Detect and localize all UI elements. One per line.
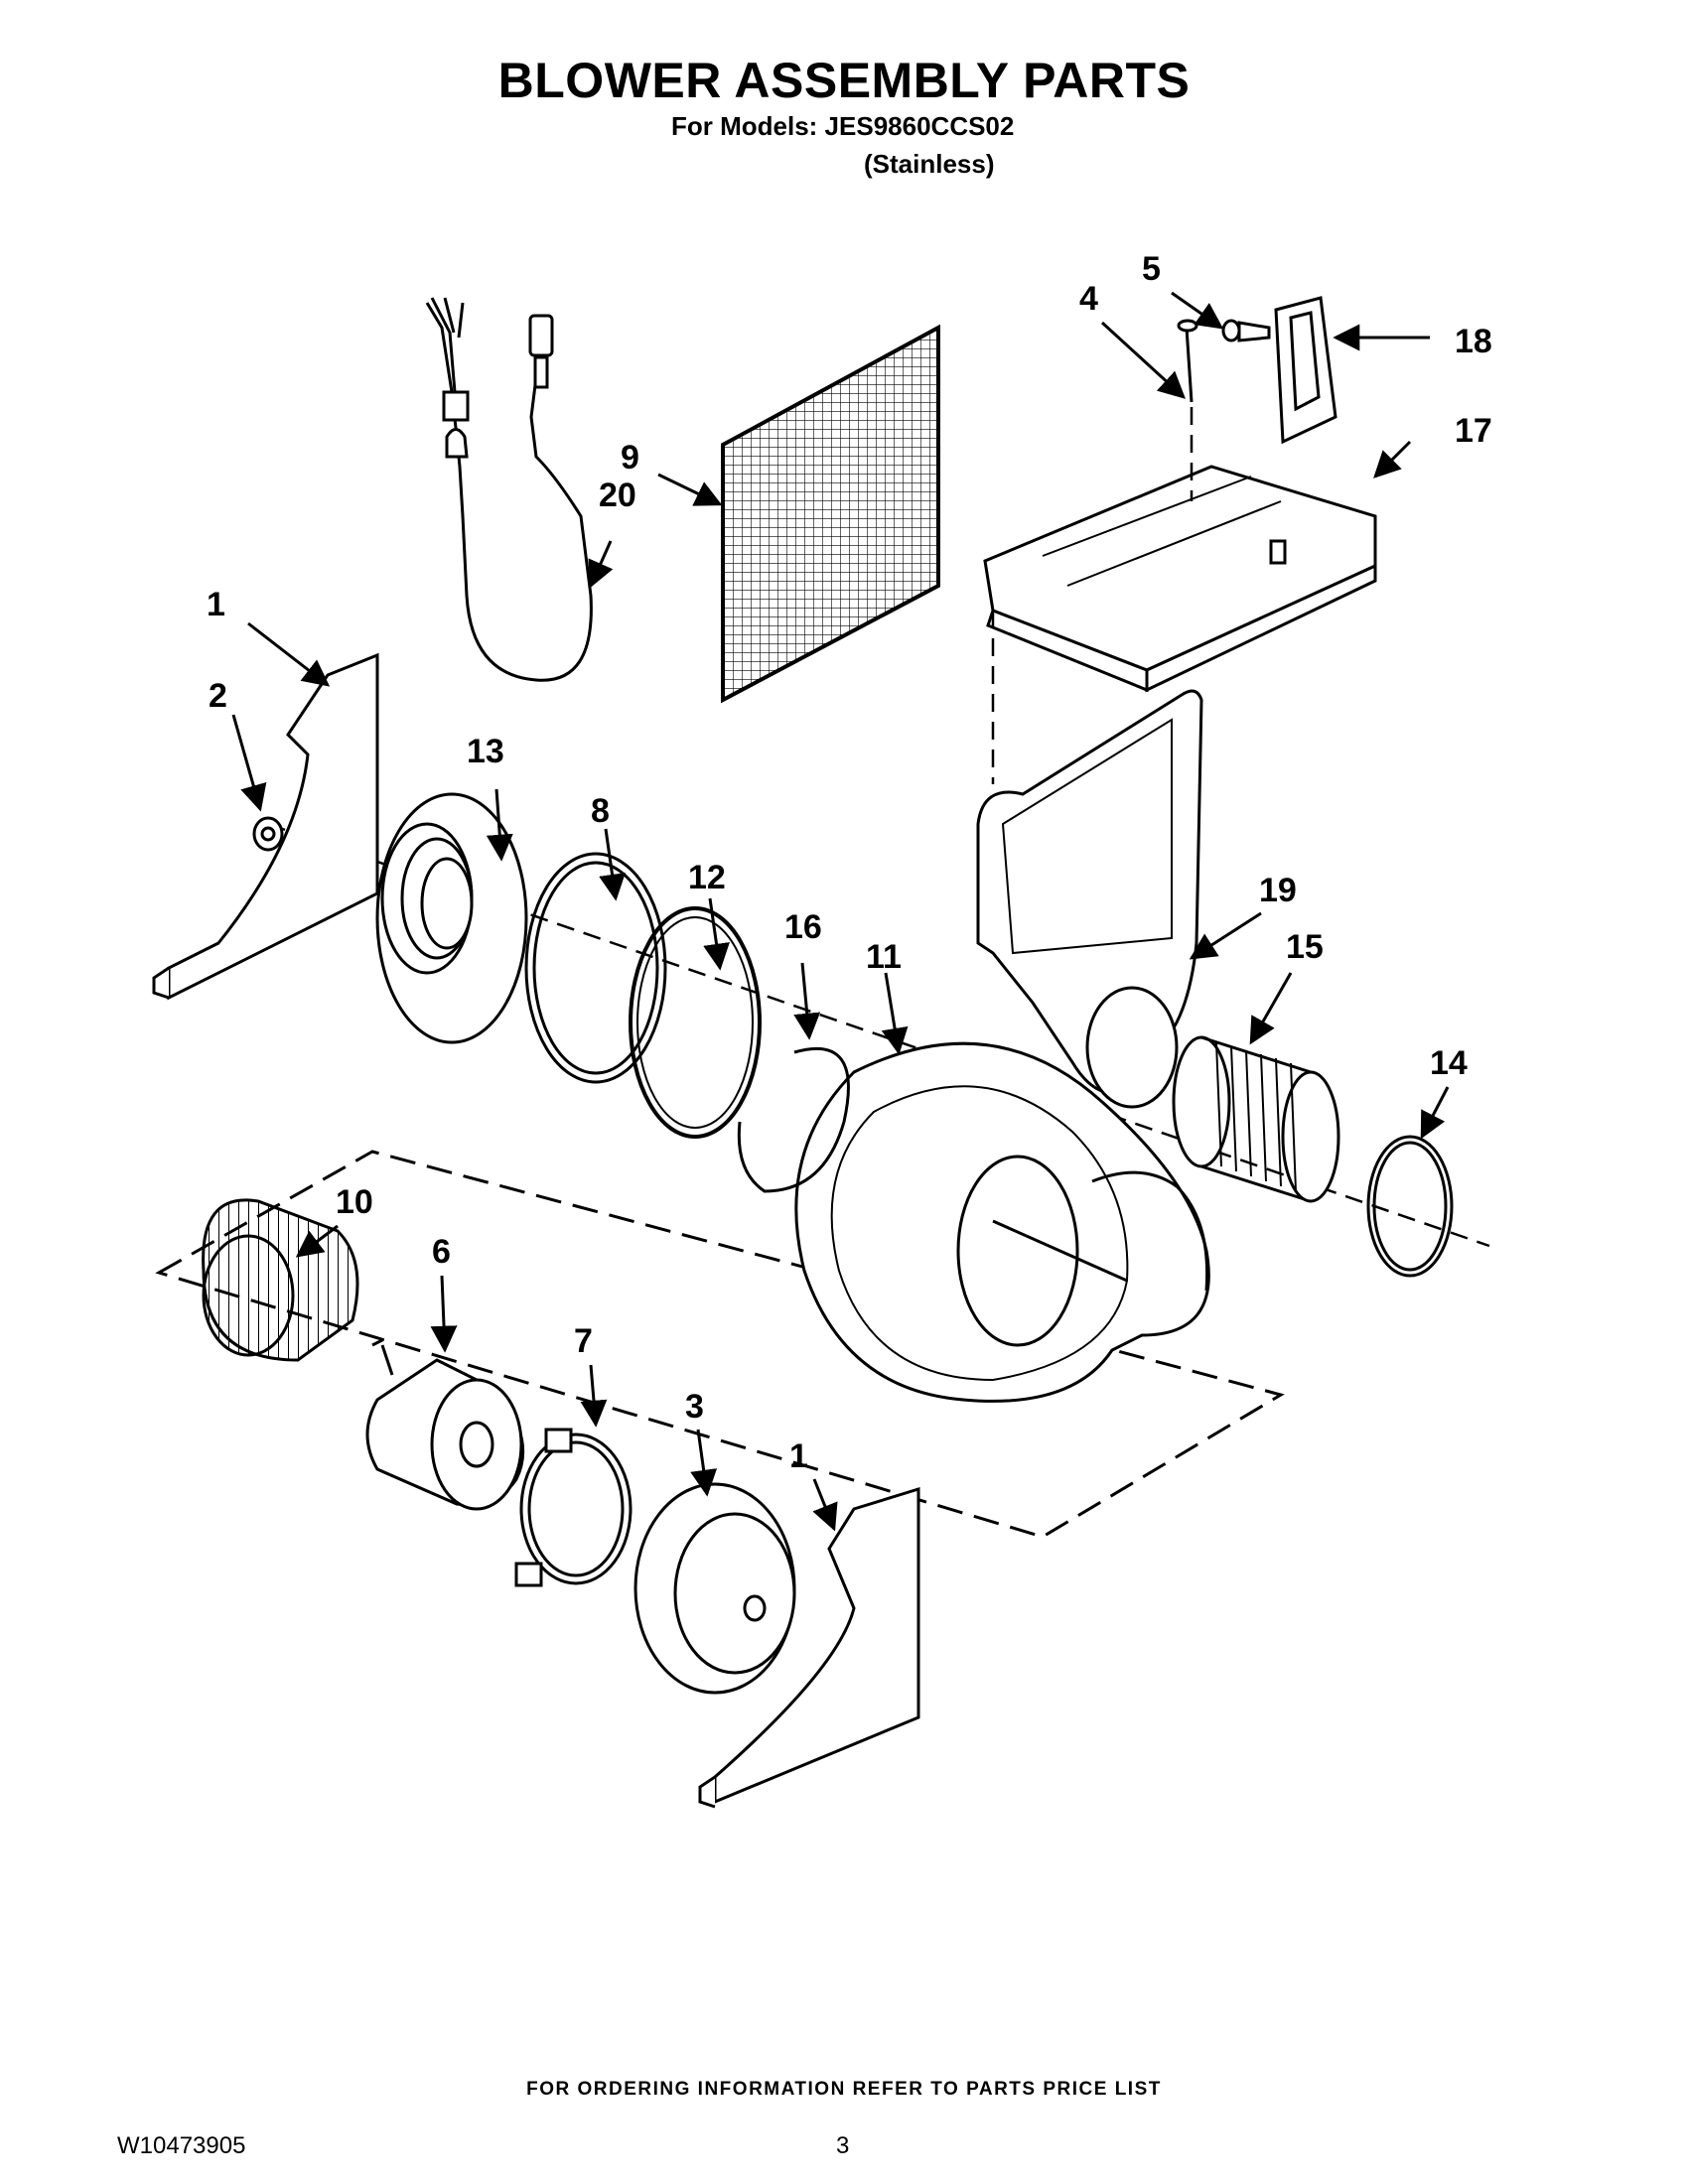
screw-part: [1221, 319, 1271, 342]
nut-part: [252, 816, 284, 852]
mounting-bracket-top: [152, 652, 379, 1001]
blower-motor: [365, 1338, 525, 1511]
alignment-lines: [267, 407, 1490, 1248]
page-title: BLOWER ASSEMBLY PARTS: [497, 53, 1191, 108]
callout-17: 17: [1455, 412, 1492, 450]
callout-9: 9: [621, 439, 639, 477]
callout-14: 14: [1430, 1044, 1468, 1082]
inlet-ring: [375, 792, 528, 1044]
motor-mount: [514, 1428, 633, 1587]
callout-15: 15: [1286, 928, 1324, 966]
gasket: [524, 852, 667, 1084]
callout-1-bottom: 1: [789, 1437, 808, 1475]
callout-19: 19: [1259, 872, 1297, 909]
callout-3: 3: [685, 1388, 704, 1426]
callout-7: 7: [574, 1322, 593, 1360]
blower-enclosure-outline: [155, 1150, 1285, 1539]
document-number: W10473905: [117, 2132, 246, 2159]
callout-1-top: 1: [207, 586, 225, 623]
spring-clip: [737, 1046, 850, 1193]
callout-13: 13: [467, 733, 504, 770]
callout-2: 2: [209, 677, 227, 715]
callout-16: 16: [784, 908, 822, 946]
power-cord: [425, 297, 593, 682]
motor-plate: [633, 1482, 796, 1695]
mounting-ring: [629, 906, 762, 1139]
callout-5: 5: [1142, 250, 1161, 288]
models-line: For Models: JES9860CCS02: [671, 111, 1015, 141]
grease-filter: [721, 324, 940, 704]
hose-clamp: [1366, 1135, 1454, 1278]
mounting-bracket-bottom: [698, 1486, 920, 1809]
callout-20: 20: [599, 477, 636, 514]
callout-labels: 1 2 13 8 12 16 11 9 20 4 5 18 17 19 15 1…: [207, 250, 1492, 1475]
blower-wheel: [202, 1198, 359, 1362]
ordering-note: FOR ORDERING INFORMATION REFER TO PARTS …: [526, 2079, 1162, 2100]
callout-6: 6: [432, 1233, 451, 1271]
exhaust-duct: [976, 689, 1203, 1109]
page-number: 3: [836, 2132, 850, 2159]
callout-18: 18: [1455, 323, 1492, 360]
leader-arrows: [231, 291, 1450, 1532]
callout-10: 10: [336, 1183, 373, 1221]
pin-part: [1177, 319, 1198, 403]
callout-4: 4: [1079, 280, 1098, 318]
callout-12: 12: [688, 859, 726, 896]
callout-8: 8: [591, 792, 610, 830]
callout-11: 11: [866, 938, 902, 976]
blower-housing: [794, 1041, 1210, 1403]
finish-line: (Stainless): [864, 149, 995, 179]
damper-bracket: [983, 465, 1377, 693]
cover-plate: [1274, 296, 1337, 445]
flex-connector: [1172, 1035, 1340, 1203]
